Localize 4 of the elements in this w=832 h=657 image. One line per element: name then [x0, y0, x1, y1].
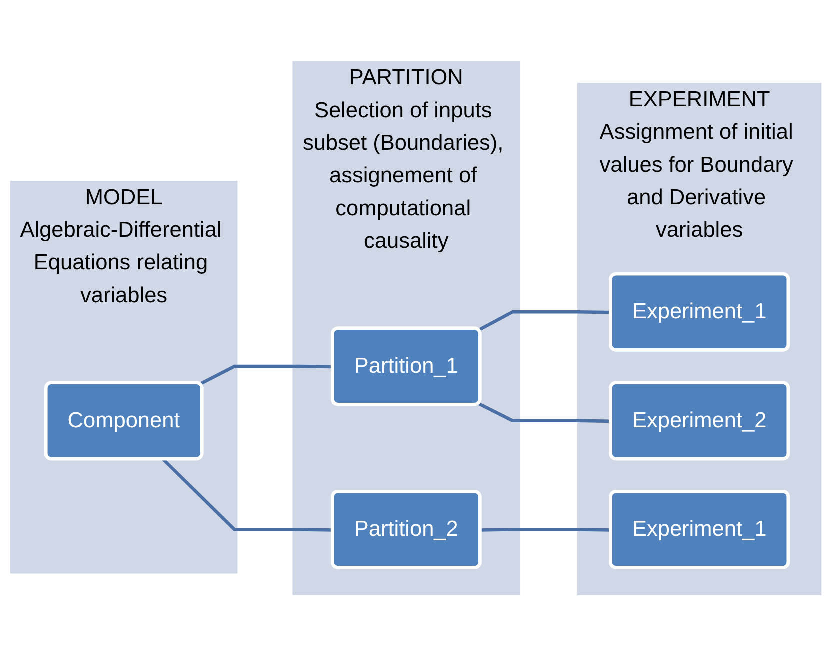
connector — [199, 364, 334, 386]
connector — [480, 528, 612, 532]
connector — [478, 402, 612, 424]
connector — [478, 310, 612, 332]
